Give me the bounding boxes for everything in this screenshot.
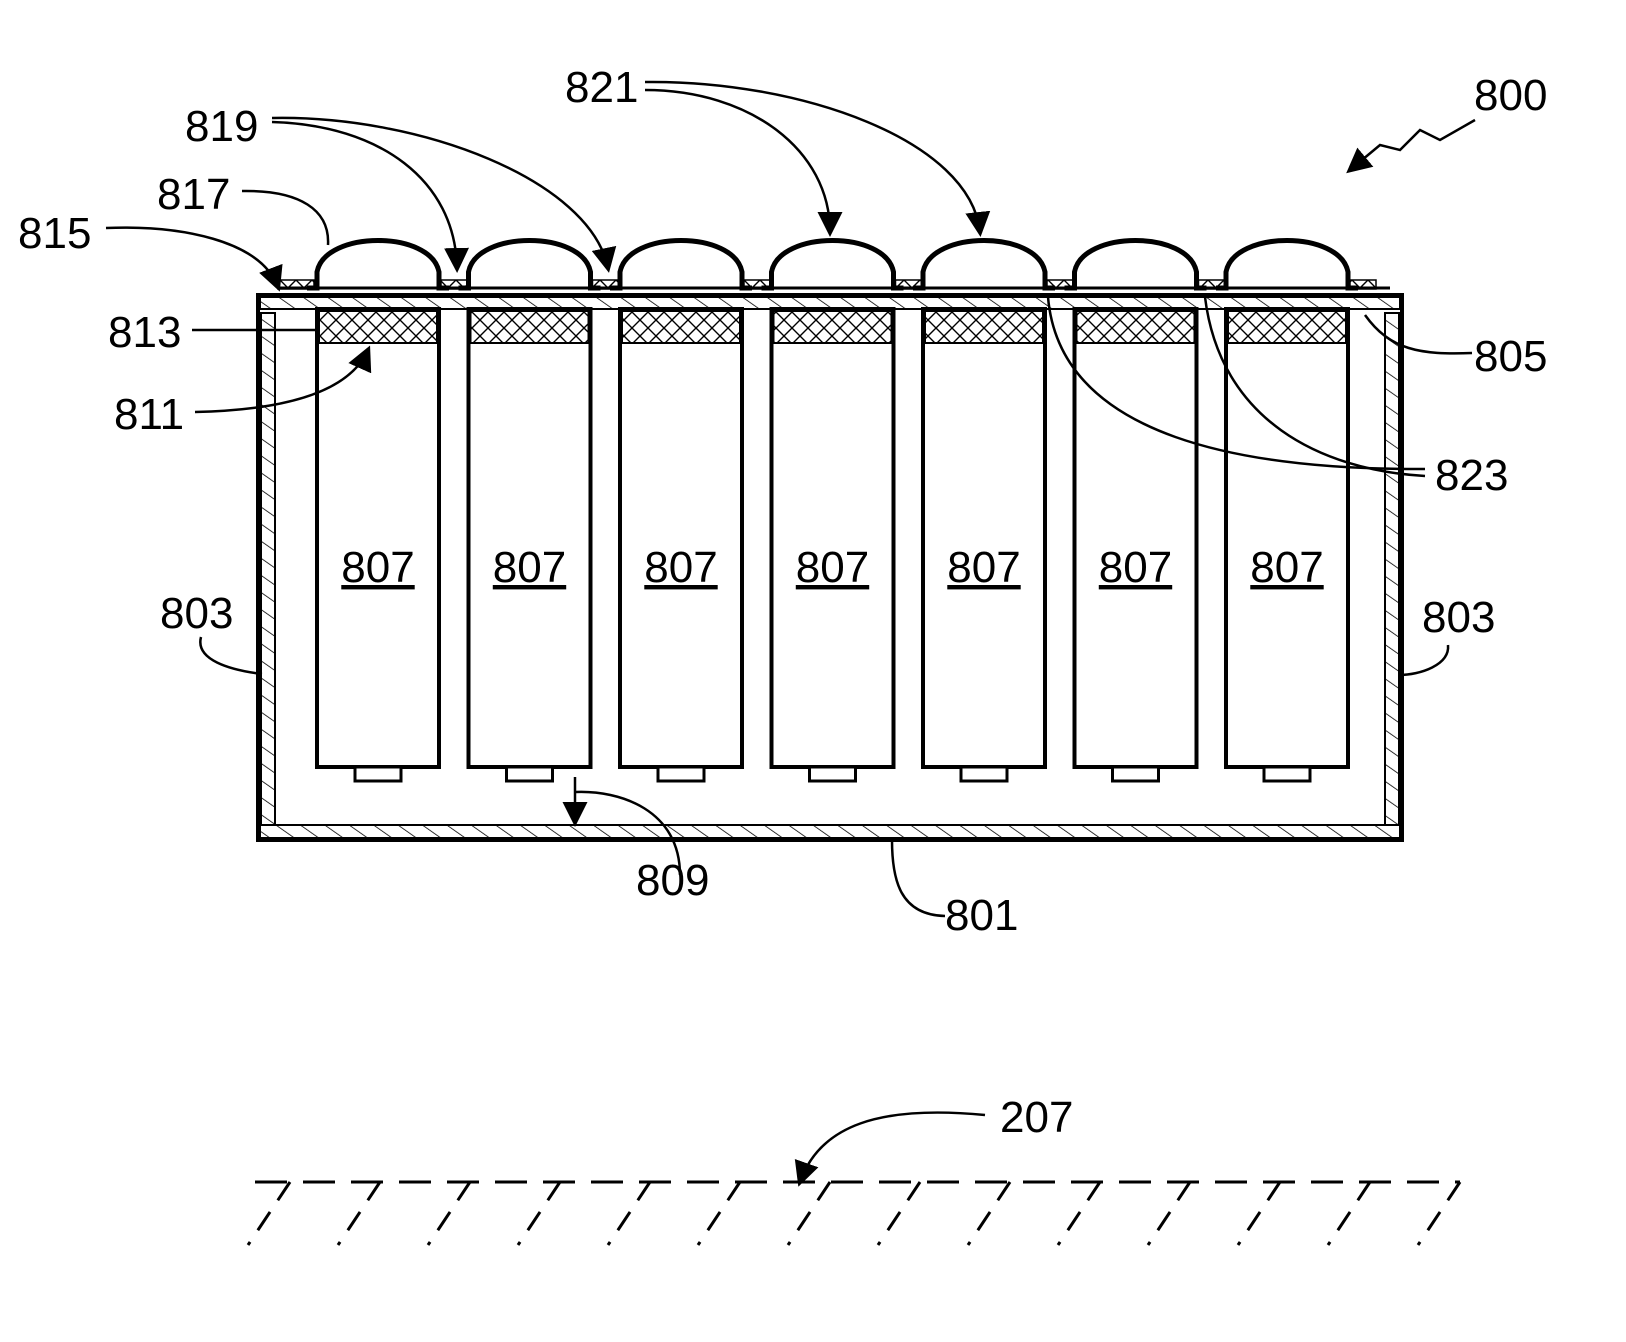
ground-hatch-line — [518, 1182, 560, 1245]
cell-body — [620, 309, 742, 767]
leader-817 — [242, 191, 328, 245]
ground-hatch-line — [608, 1182, 650, 1245]
interconnect-arch — [913, 241, 1055, 289]
cell-label: 807 — [644, 543, 717, 592]
right-side-wall — [1385, 313, 1399, 825]
ground-surface — [248, 1182, 1460, 1245]
cell-label: 807 — [1250, 543, 1323, 592]
cell-body — [317, 309, 439, 767]
ground-hatch-line — [788, 1182, 830, 1245]
ground-hatch-line — [248, 1182, 290, 1245]
cell-label: 807 — [796, 543, 869, 592]
cell-cap-layer — [319, 311, 437, 343]
interconnect-arch — [1216, 241, 1358, 289]
label-813: 813 — [108, 308, 181, 357]
cell-cap-layer — [925, 311, 1043, 343]
leader-803-left — [200, 637, 262, 674]
interconnect-arch — [762, 241, 904, 289]
cell: 807 — [1226, 309, 1348, 781]
cell-label: 807 — [947, 543, 1020, 592]
cell-terminal — [507, 767, 553, 781]
ground-hatch-line — [1418, 1182, 1460, 1245]
ground-hatch-line — [878, 1182, 920, 1245]
interconnect-array — [278, 241, 1376, 290]
leader-803-right — [1399, 645, 1448, 675]
label-823: 823 — [1435, 451, 1508, 500]
interconnect-arch — [1065, 241, 1207, 289]
ground-hatch-line — [1148, 1182, 1190, 1245]
interconnect-arch — [459, 241, 601, 289]
cell-terminal — [1113, 767, 1159, 781]
cell: 807 — [317, 309, 439, 781]
ground-hatch-line — [698, 1182, 740, 1245]
label-819: 819 — [185, 102, 258, 151]
cell-terminal — [810, 767, 856, 781]
cell-cap-layer — [1077, 311, 1195, 343]
cell-body — [923, 309, 1045, 767]
cell: 807 — [923, 309, 1045, 781]
cell-terminal — [961, 767, 1007, 781]
cell-terminal — [355, 767, 401, 781]
cell-terminal — [658, 767, 704, 781]
cell-body — [772, 309, 894, 767]
label-815: 815 — [18, 209, 91, 258]
leader-821-b — [645, 82, 980, 232]
leader-815 — [106, 228, 278, 287]
ground-hatch-line — [968, 1182, 1010, 1245]
left-side-wall — [261, 313, 275, 825]
cell-body — [469, 309, 591, 767]
cell-body — [1226, 309, 1348, 767]
label-207: 207 — [1000, 1093, 1073, 1142]
leader-207 — [800, 1113, 985, 1182]
leader-805 — [1365, 315, 1472, 353]
cell: 807 — [1075, 309, 1197, 781]
ground-hatch-line — [428, 1182, 470, 1245]
ground-hatching — [248, 1182, 1460, 1245]
cell-cap-layer — [774, 311, 892, 343]
leader-800 — [1350, 120, 1475, 170]
label-801: 801 — [945, 891, 1018, 940]
cell-label: 807 — [493, 543, 566, 592]
ground-hatch-line — [338, 1182, 380, 1245]
label-811: 811 — [114, 390, 184, 439]
ground-hatch-line — [1238, 1182, 1280, 1245]
cell-terminal — [1264, 767, 1310, 781]
label-803-left: 803 — [160, 589, 233, 638]
label-800: 800 — [1474, 71, 1547, 120]
cell-cap-layer — [1228, 311, 1346, 343]
interconnect-arch — [610, 241, 752, 289]
interconnect-arch — [307, 241, 449, 289]
cell-cap-layer — [622, 311, 740, 343]
cell-array: 807 807 807 807 807 807 807 — [317, 309, 1348, 781]
ground-hatch-line — [1328, 1182, 1370, 1245]
cell-label: 807 — [341, 543, 414, 592]
label-805: 805 — [1474, 332, 1547, 381]
ground-hatch-line — [1058, 1182, 1100, 1245]
leader-819-a — [272, 122, 457, 268]
leader-821-a — [645, 90, 830, 232]
cell: 807 — [469, 309, 591, 781]
label-817: 817 — [157, 170, 230, 219]
base-plate — [260, 825, 1400, 838]
cell-cap-layer — [471, 311, 589, 343]
cell-body — [1075, 309, 1197, 767]
cell: 807 — [620, 309, 742, 781]
leader-801 — [892, 840, 945, 916]
label-821: 821 — [565, 63, 638, 112]
cell: 807 — [772, 309, 894, 781]
label-803-right: 803 — [1422, 593, 1495, 642]
cell-label: 807 — [1099, 543, 1172, 592]
label-809: 809 — [636, 856, 709, 905]
